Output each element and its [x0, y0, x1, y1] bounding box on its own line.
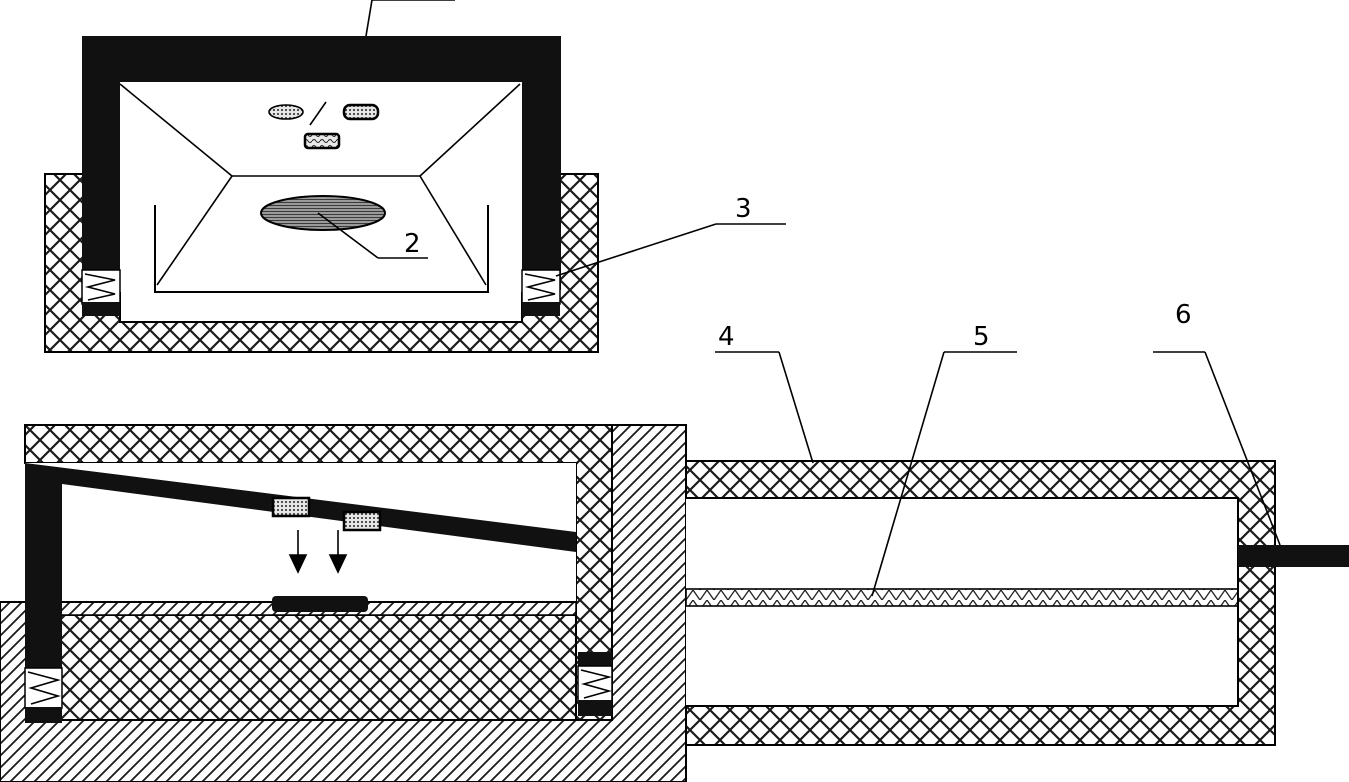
leader-1	[309, 0, 455, 126]
top-assembly: 2 3	[44, 0, 786, 353]
lower-block	[59, 614, 577, 721]
plate-specimen-1	[271, 496, 311, 518]
chamber-lower-cavity	[686, 606, 1238, 706]
plate-specimen-2	[342, 510, 382, 532]
label-3: 3	[735, 194, 752, 224]
top-lid-inner	[120, 82, 522, 292]
label-2: 2	[404, 229, 421, 259]
top-inner-lines	[119, 83, 521, 286]
top-lid	[82, 36, 561, 290]
leader-5	[871, 351, 1017, 597]
leader-6	[1153, 351, 1281, 546]
top-specimen-dotted	[268, 104, 304, 120]
top-specimen-dark	[342, 103, 380, 121]
top-specimen-wavy	[303, 132, 341, 150]
rod	[1238, 545, 1349, 567]
label-6: 6	[1175, 300, 1192, 330]
bottom-spring-right	[577, 652, 613, 716]
leader-3	[555, 223, 786, 277]
top-spring-right	[521, 269, 561, 316]
leader-2	[317, 212, 428, 259]
bottom-right-assembly: 4 5 6	[685, 300, 1349, 746]
leader-4	[715, 351, 814, 464]
membrane	[685, 588, 1239, 607]
chamber-upper-cavity	[686, 498, 1238, 589]
sample-bar	[272, 596, 368, 612]
label-4: 4	[718, 322, 735, 352]
drop-arrows	[288, 530, 348, 574]
top-spring-left	[81, 269, 121, 316]
label-5: 5	[973, 322, 990, 352]
top-gel-ellipse	[260, 195, 386, 231]
bottom-left-assembly	[0, 424, 687, 782]
bottom-spring-left	[24, 667, 63, 723]
